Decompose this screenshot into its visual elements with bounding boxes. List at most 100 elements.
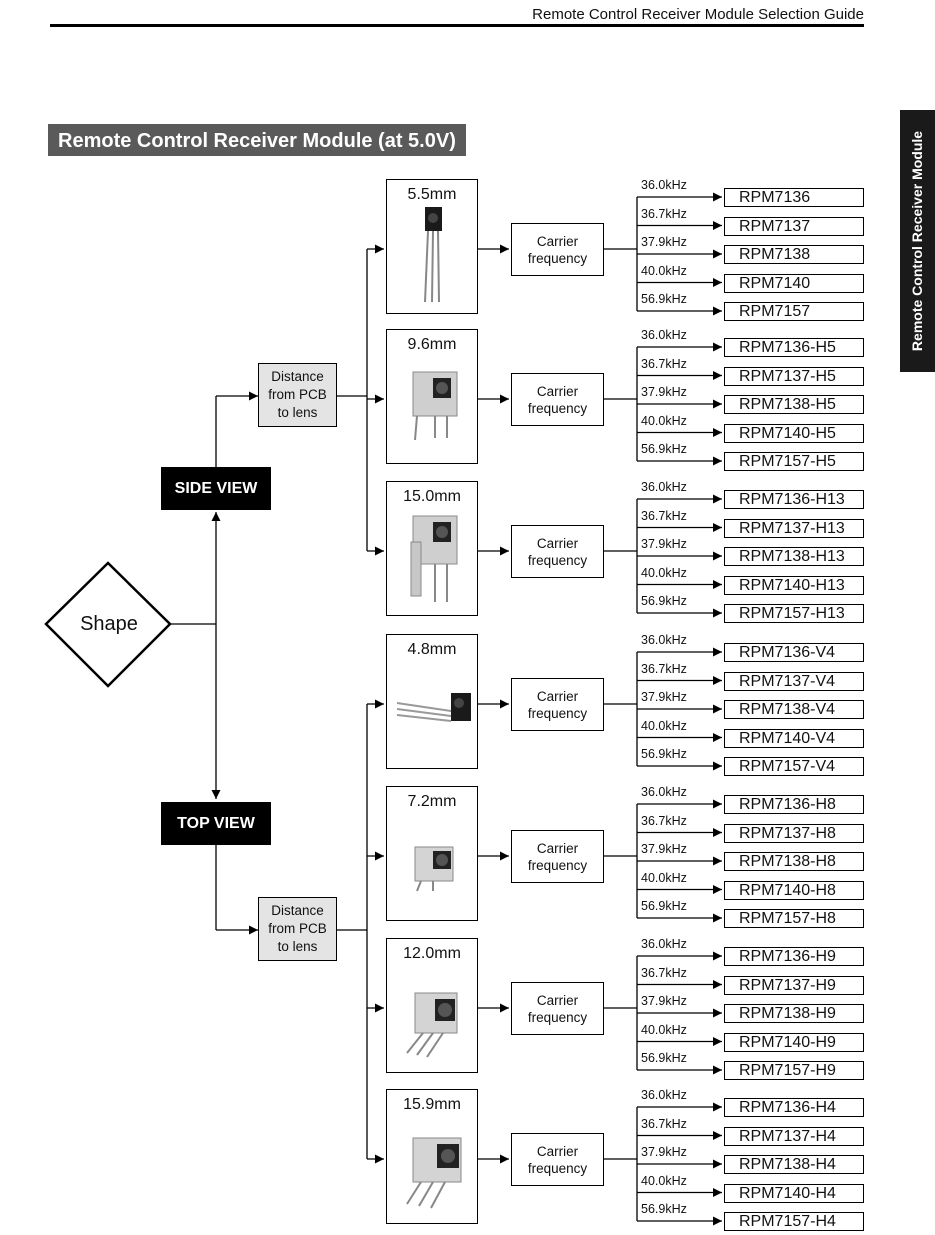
module-illustration [406,992,458,1058]
carrier-frequency-box: Carrier frequency [511,982,604,1035]
carrier-frequency-value: 40.0kHz [641,413,687,428]
part-number-box: RPM7137-H13 [724,518,864,538]
carrier-frequency-value: 40.0kHz [641,1022,687,1037]
carrier-frequency-value: 36.0kHz [641,480,687,494]
carrier-frequency-box: Carrier frequency [511,830,604,883]
top-distance-box: Distance from PCB to lens [258,897,337,961]
part-number-box: RPM7138-H4 [724,1155,864,1174]
header-title: Remote Control Receiver Module Selection… [532,6,864,23]
module-image-box: 9.6mm [386,329,478,464]
header-rule [50,24,864,27]
carrier-frequency-value: 37.9kHz [641,1145,687,1159]
carrier-frequency-value: 37.9kHz [641,235,687,249]
part-number-box: RPM7137-V4 [724,671,864,691]
carrier-frequency-value: 56.9kHz [641,1202,687,1216]
top-view-box: TOP VIEW [161,802,271,845]
carrier-frequency-value: 36.7kHz [641,1116,687,1131]
part-number-box: RPM7136 [724,188,864,207]
lens-distance-label: 12.0mm [403,945,461,962]
part-number-box: RPM7140-H5 [724,423,864,443]
carrier-frequency-value: 36.7kHz [641,206,687,221]
part-number-box: RPM7138 [724,245,864,264]
carrier-frequency-value: 36.7kHz [641,356,687,371]
part-number-box: RPM7138-H8 [724,852,864,871]
module-illustration [406,1137,462,1209]
carrier-frequency-value: 56.9kHz [641,292,687,306]
lens-distance-label: 5.5mm [407,186,457,203]
part-number-box: RPM7137-H4 [724,1126,864,1146]
part-number-box: RPM7140-H8 [724,880,864,900]
carrier-frequency-box: Carrier frequency [511,1133,604,1186]
carrier-frequency-value: 56.9kHz [641,747,687,761]
lens-distance-label: 15.0mm [403,488,461,505]
part-number-box: RPM7136-H8 [724,795,864,814]
carrier-frequency-value: 56.9kHz [641,442,687,456]
carrier-frequency-value: 40.0kHz [641,263,687,278]
module-illustration [414,846,454,892]
module-image-box: 15.9mm [386,1089,478,1224]
carrier-frequency-value: 36.7kHz [641,813,687,828]
part-number-box: RPM7157-H8 [724,909,864,928]
carrier-frequency-value: 40.0kHz [641,1173,687,1188]
part-number-box: RPM7138-V4 [724,700,864,719]
part-number-box: RPM7136-V4 [724,643,864,662]
carrier-frequency-value: 56.9kHz [641,594,687,608]
part-number-box: RPM7140 [724,273,864,293]
module-image-box: 12.0mm [386,938,478,1073]
part-number-box: RPM7138-H13 [724,547,864,566]
part-number-box: RPM7136-H4 [724,1098,864,1117]
carrier-frequency-value: 40.0kHz [641,565,687,580]
carrier-frequency-value: 36.7kHz [641,965,687,980]
carrier-frequency-value: 37.9kHz [641,994,687,1008]
module-image-box: 15.0mm [386,481,478,616]
lens-distance-label: 15.9mm [403,1096,461,1113]
part-number-box: RPM7157-H5 [724,452,864,471]
carrier-frequency-value: 36.7kHz [641,508,687,523]
page-header: Remote Control Receiver Module Selection… [50,0,864,27]
section-title: Remote Control Receiver Module (at 5.0V) [48,124,466,156]
part-number-box: RPM7157 [724,302,864,321]
carrier-frequency-box: Carrier frequency [511,223,604,276]
carrier-frequency-box: Carrier frequency [511,678,604,731]
part-number-box: RPM7157-H4 [724,1212,864,1231]
part-number-box: RPM7137 [724,216,864,236]
part-number-box: RPM7140-V4 [724,728,864,748]
part-number-box: RPM7136-H13 [724,490,864,509]
module-image-box: 7.2mm [386,786,478,921]
carrier-frequency-value: 36.0kHz [641,785,687,799]
carrier-frequency-box: Carrier frequency [511,373,604,426]
part-number-box: RPM7138-H5 [724,395,864,414]
part-number-box: RPM7136-H5 [724,338,864,357]
carrier-frequency-box: Carrier frequency [511,525,604,578]
side-tab: Remote Control Receiver Module [900,110,935,372]
carrier-frequency-value: 36.0kHz [641,178,687,192]
lens-distance-label: 4.8mm [407,641,457,658]
carrier-frequency-value: 36.0kHz [641,328,687,342]
module-illustration [396,693,471,722]
carrier-frequency-value: 36.7kHz [641,661,687,676]
shape-label: Shape [80,612,138,635]
carrier-frequency-value: 40.0kHz [641,718,687,733]
part-number-box: RPM7157-H13 [724,604,864,623]
part-number-box: RPM7140-H13 [724,575,864,595]
part-number-box: RPM7137-H8 [724,823,864,843]
side-distance-box: Distance from PCB to lens [258,363,337,427]
carrier-frequency-value: 37.9kHz [641,537,687,551]
part-number-box: RPM7137-H9 [724,975,864,995]
carrier-frequency-value: 37.9kHz [641,842,687,856]
module-illustration [410,515,458,602]
lens-distance-label: 7.2mm [407,793,457,810]
part-number-box: RPM7137-H5 [724,366,864,386]
carrier-frequency-value: 37.9kHz [641,690,687,704]
carrier-frequency-value: 56.9kHz [641,899,687,913]
module-image-box: 4.8mm [386,634,478,769]
lens-distance-label: 9.6mm [407,336,457,353]
module-illustration [412,371,458,441]
module-illustration [424,207,442,303]
part-number-box: RPM7157-H9 [724,1061,864,1080]
part-number-box: RPM7140-H4 [724,1183,864,1203]
side-view-box: SIDE VIEW [161,467,271,510]
carrier-frequency-value: 56.9kHz [641,1051,687,1065]
part-number-box: RPM7138-H9 [724,1004,864,1023]
